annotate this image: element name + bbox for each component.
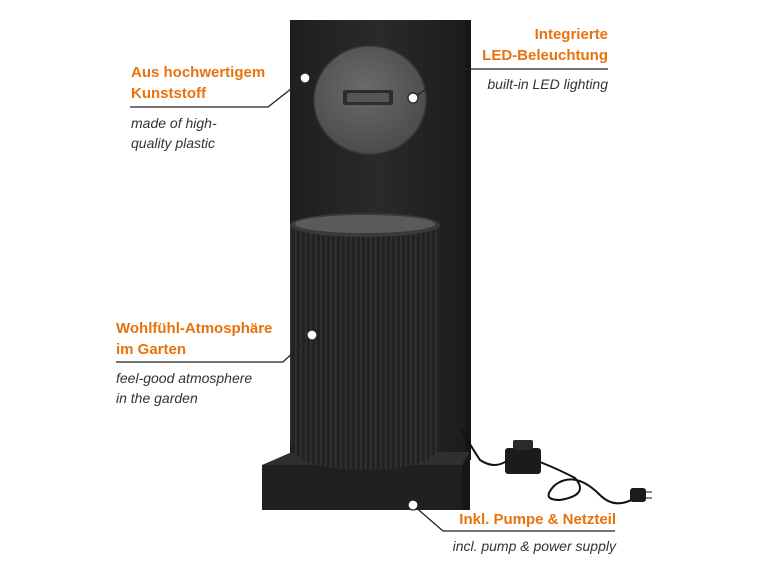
water-spout-disc	[313, 45, 427, 155]
callout-line-material	[130, 72, 311, 108]
atmosphere-title: Wohlfühl-Atmosphäre im Garten	[116, 320, 273, 358]
power-cable	[461, 429, 636, 505]
material-title: Aus hochwertigem Kunststoff	[131, 64, 266, 102]
power-supply-unit	[505, 440, 541, 474]
atmosphere-subtitle: feel-good atmosphere in the garden	[116, 370, 253, 406]
led-subtitle: built-in LED lighting	[487, 76, 608, 92]
callout-line-atmosphere	[116, 329, 318, 363]
power-plug	[630, 488, 652, 502]
ribbed-basin	[290, 213, 440, 470]
pump-subtitle: incl. pump & power supply	[452, 538, 616, 554]
callout-line-pump	[407, 499, 615, 532]
pump-title: Inkl. Pumpe & Netzteil	[459, 511, 616, 528]
material-subtitle: made of high- quality plastic	[131, 115, 217, 151]
led-title: Integrierte LED-Beleuchtung	[482, 26, 608, 64]
callout-line-led	[407, 68, 608, 104]
